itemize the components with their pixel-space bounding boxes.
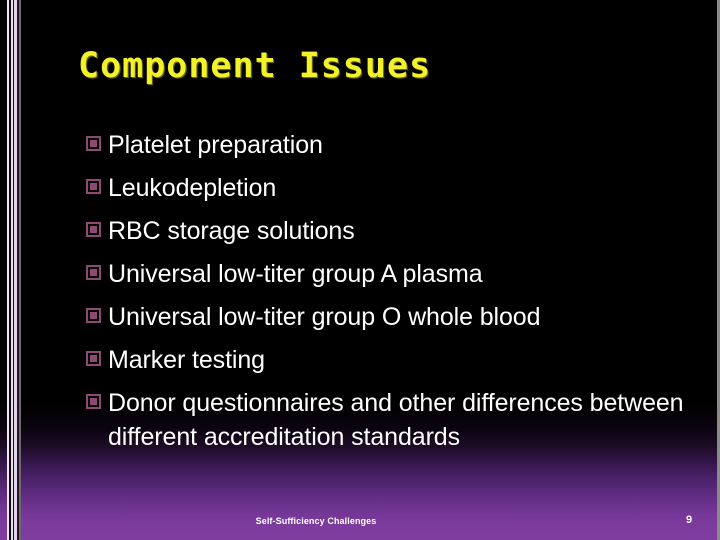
window-right-edge bbox=[717, 0, 720, 540]
list-item-label: Leukodepletion bbox=[108, 174, 277, 202]
decorative-rule-5 bbox=[14, 0, 17, 540]
list-item: Leukodepletion bbox=[86, 171, 686, 205]
decorative-rule-1 bbox=[7, 0, 9, 540]
slide-title: Component Issues bbox=[78, 46, 432, 86]
decorative-rule-3 bbox=[11, 0, 13, 540]
list-item: Platelet preparation bbox=[86, 128, 686, 162]
footer-page-number: 9 bbox=[685, 514, 693, 526]
list-item-label: Platelet preparation bbox=[108, 131, 323, 159]
decorative-rule-7 bbox=[19, 0, 21, 540]
list-item: Universal low-titer group A plasma bbox=[86, 257, 686, 291]
square-bullet-icon bbox=[86, 265, 101, 280]
list-item: Donor questionnaires and other differenc… bbox=[86, 386, 686, 454]
left-decorative-rules bbox=[0, 0, 22, 540]
square-bullet-icon bbox=[86, 179, 101, 194]
footer-deck-title: Self-Sufficiency Challenges bbox=[255, 516, 377, 526]
list-item-label: Universal low-titer group A plasma bbox=[108, 260, 483, 288]
list-item-label: Universal low-titer group O whole blood bbox=[108, 303, 541, 331]
decorative-rule-4 bbox=[13, 0, 14, 540]
list-item-label: RBC storage solutions bbox=[108, 217, 355, 245]
bullet-list: Platelet preparation Leukodepletion RBC … bbox=[86, 128, 686, 463]
list-item-label: Marker testing bbox=[108, 346, 265, 374]
list-item: Universal low-titer group O whole blood bbox=[86, 300, 686, 334]
decorative-rule-6 bbox=[17, 0, 19, 540]
list-item: RBC storage solutions bbox=[86, 214, 686, 248]
square-bullet-icon bbox=[86, 136, 101, 151]
square-bullet-icon bbox=[86, 222, 101, 237]
square-bullet-icon bbox=[86, 308, 101, 323]
square-bullet-icon bbox=[86, 394, 101, 409]
list-item-label: Donor questionnaires and other differenc… bbox=[108, 389, 684, 451]
square-bullet-icon bbox=[86, 351, 101, 366]
list-item: Marker testing bbox=[86, 343, 686, 377]
decorative-rule-2 bbox=[9, 0, 11, 540]
